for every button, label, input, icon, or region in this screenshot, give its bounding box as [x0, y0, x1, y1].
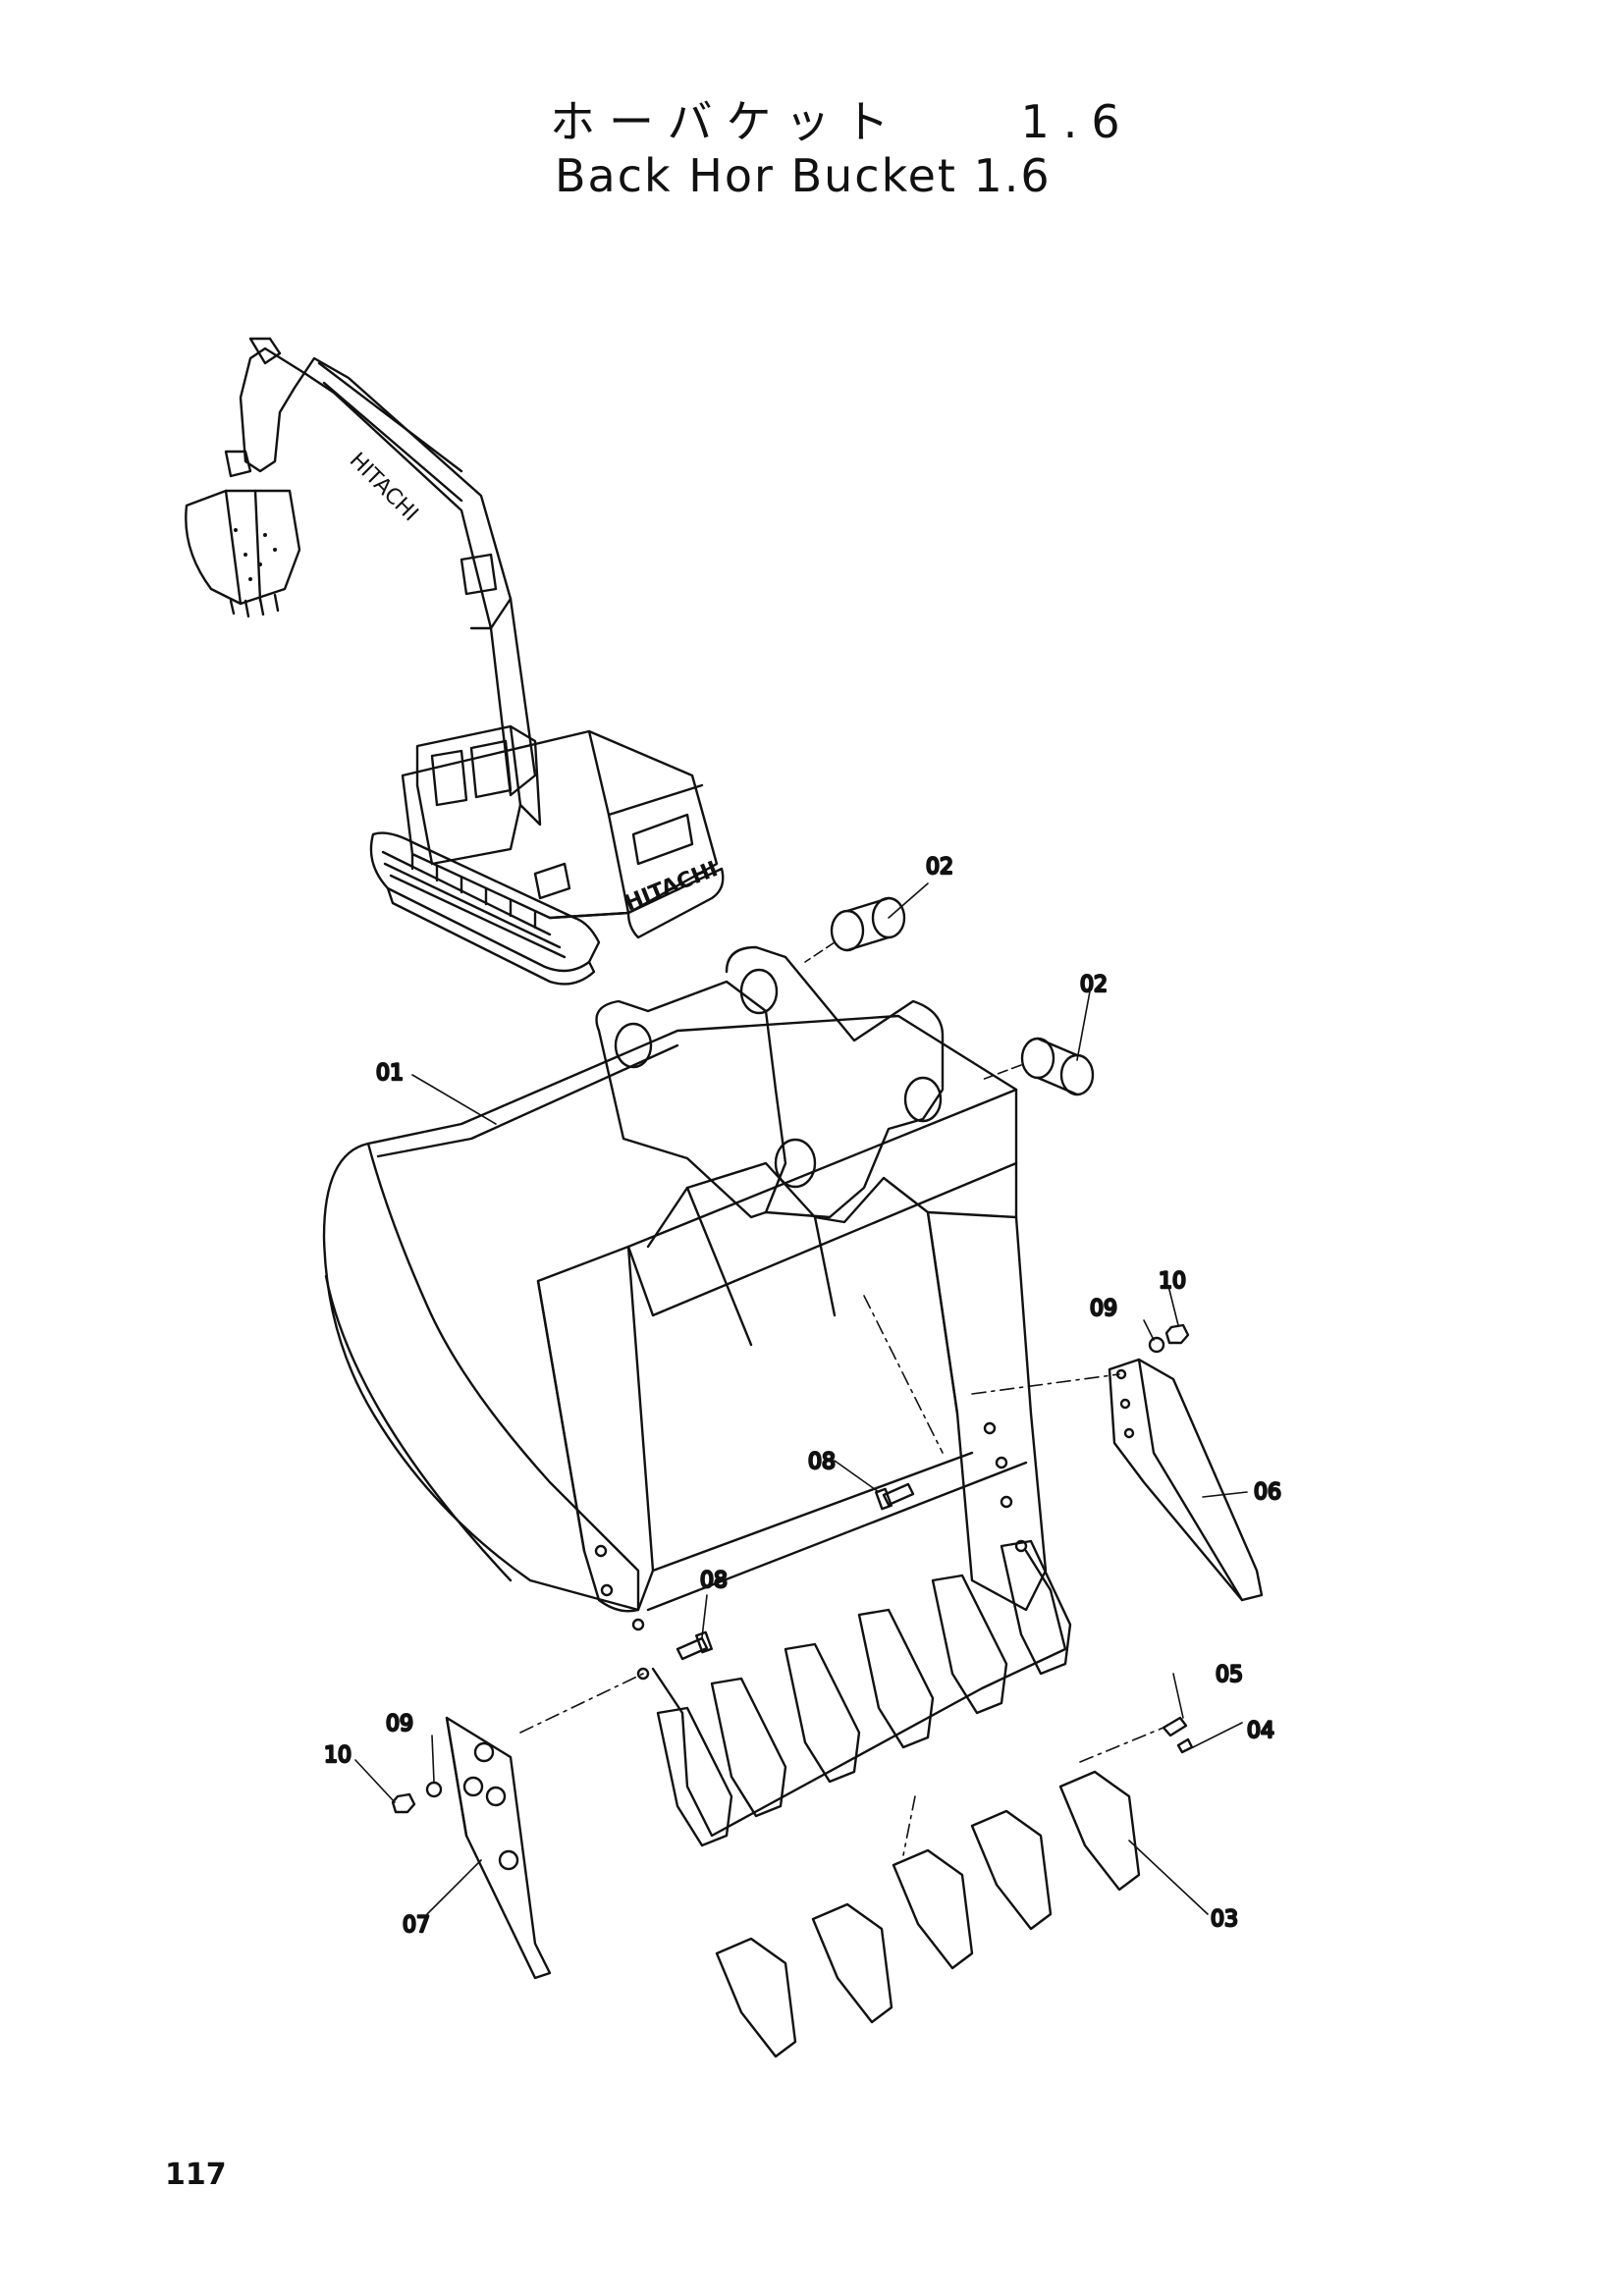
label-10-a: 10	[1159, 1269, 1186, 1294]
tooth-adapters	[656, 1539, 1072, 1847]
pin-boss-3	[774, 1138, 817, 1189]
label-09-b: 09	[386, 1712, 413, 1736]
bolt-part-08-b	[676, 1630, 713, 1661]
page-number: 117	[165, 2158, 227, 2192]
side-plate-holes	[594, 1421, 1028, 1681]
excavator-body	[401, 729, 725, 939]
tooth-lock-part-04	[1176, 1737, 1194, 1754]
washer-part-09-b	[425, 1781, 443, 1798]
bolt-part-08-a	[875, 1482, 915, 1511]
bucket-side-plate-right	[926, 1210, 1048, 1612]
label-01: 01	[376, 1061, 404, 1086]
pin-boss-1	[614, 1022, 653, 1069]
bushing-part-02-b	[1020, 1037, 1095, 1096]
tooth-pin-part-05	[1162, 1716, 1188, 1737]
bucket-teeth-part-03	[715, 1770, 1141, 2058]
label-10-b: 10	[324, 1743, 352, 1768]
page-title-english: Back Hor Bucket 1.6	[555, 149, 1052, 202]
side-cutter-part-06	[1108, 1358, 1264, 1602]
excavator-brand-boom: HITACHI	[345, 449, 423, 527]
label-09-a: 09	[1090, 1297, 1117, 1321]
page-title-japanese: ホーバケット 1.6	[550, 95, 1134, 148]
label-07: 07	[403, 1913, 430, 1938]
label-02-a: 02	[926, 855, 953, 880]
nut-part-10-b	[391, 1792, 416, 1814]
washer-part-09-a	[1148, 1336, 1165, 1354]
side-cutter-part-07	[445, 1716, 552, 1980]
bucket-ear-left	[595, 980, 787, 1219]
excavator-illustration: HITACHI HITACHI	[185, 337, 725, 986]
excavator-tracks	[369, 831, 601, 986]
label-08-a: 08	[808, 1450, 836, 1474]
nut-part-10-a	[1164, 1323, 1190, 1345]
excavator-brand-cab: HITACHI	[622, 857, 722, 917]
pin-boss-4	[903, 1076, 943, 1123]
label-02-b: 02	[1080, 973, 1108, 997]
bucket-assembly	[322, 945, 1072, 1847]
part-labels: 01 02 02 03 04 05 06 07 08 08 09 09 10 1…	[323, 854, 1282, 1939]
label-03: 03	[1211, 1907, 1238, 1932]
bushing-part-02-a	[830, 896, 906, 952]
leader-lines	[354, 882, 1248, 1915]
excavator-boom	[302, 356, 537, 797]
pin-boss-2	[739, 968, 779, 1015]
excavator-bucket	[185, 489, 301, 618]
label-08-b: 08	[700, 1569, 728, 1593]
bucket-back-shell	[322, 1142, 640, 1612]
bucket-side-plate-left	[536, 1245, 655, 1613]
excavator-arm	[224, 337, 306, 478]
label-04: 04	[1247, 1719, 1274, 1743]
label-06: 06	[1254, 1480, 1281, 1505]
bucket-ear-right	[725, 945, 945, 1219]
label-05: 05	[1216, 1663, 1243, 1687]
